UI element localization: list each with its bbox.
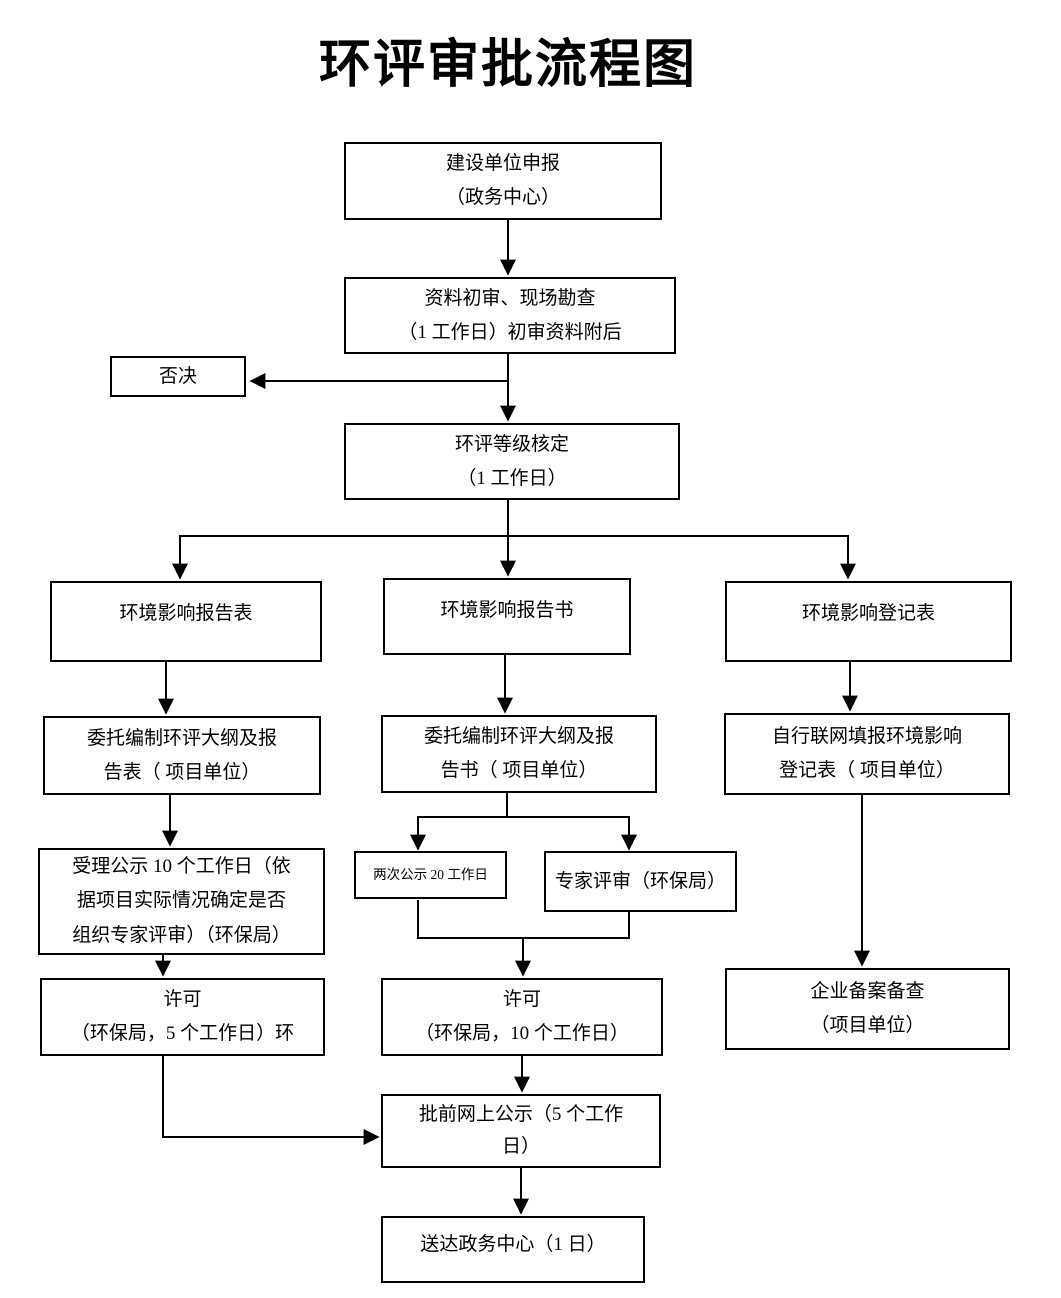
node-reject-text: 否决 [158, 365, 197, 387]
node-grade-check-text: （1 工作日） [457, 467, 567, 489]
node-entrust-outline-form-text: 委托编制环评大纲及报 [86, 727, 277, 749]
node-permit-form: 许可 （环保局，5 个工作日）环 [40, 978, 325, 1056]
node-entrust-outline-book-text: 告书（ 项目单位） [440, 760, 598, 781]
node-permit-form-text: （环保局，5 个工作日）环 [70, 1023, 295, 1044]
node-delivery-text: 送达政务中心（1 日） [420, 1234, 606, 1255]
node-pre-approval-publicity-text: 批前网上公示（5 个工作 [418, 1103, 624, 1125]
node-acceptance-publicity-text: 受理公示 10 个工作日（依 [72, 855, 291, 877]
node-entrust-outline-form: 委托编制环评大纲及报 告表（ 项目单位） [43, 716, 321, 795]
page-title: 环评审批流程图 [318, 35, 697, 95]
node-declare-text: （政务中心） [445, 187, 560, 208]
node-acceptance-publicity: 受理公示 10 个工作日（依 据项目实际情况确定是否 组织专家评审）（环保局） [38, 848, 325, 955]
node-initial-review: 资料初审、现场勘查 （1 工作日）初审资料附后 [344, 277, 676, 354]
node-permit-book: 许可 （环保局，10 个工作日） [381, 978, 663, 1056]
node-two-publicity: 两次公示 20 工作日 [354, 851, 507, 899]
node-report-form-text: 环境影响报告表 [119, 603, 253, 624]
node-register-form-text: 环境影响登记表 [801, 603, 935, 624]
node-grade-check-text: 环评等级核定 [454, 433, 569, 455]
node-report-form: 环境影响报告表 [50, 581, 322, 662]
node-self-online-register: 自行联网填报环境影响 登记表（ 项目单位） [724, 713, 1010, 795]
node-initial-review-text: （1 工作日）初审资料附后 [398, 321, 622, 343]
node-permit-form-text: 许可 [163, 989, 202, 1011]
node-self-online-register-text: 自行联网填报环境影响 [771, 726, 962, 748]
node-delivery: 送达政务中心（1 日） [381, 1216, 645, 1283]
node-pre-approval-publicity-text: 日） [501, 1136, 540, 1157]
node-declare: 建设单位申报 （政务中心） [344, 142, 662, 220]
node-reject: 否决 [110, 356, 246, 397]
node-enterprise-filing-text: （项目单位） [810, 1015, 925, 1036]
node-report-book-text: 环境影响报告书 [440, 600, 574, 621]
node-permit-book-text: （环保局，10 个工作日） [415, 1023, 629, 1044]
node-initial-review-text: 资料初审、现场勘查 [424, 287, 596, 309]
node-expert-review-text: 专家评审（环保局） [554, 870, 726, 892]
node-permit-book-text: 许可 [502, 989, 541, 1011]
node-pre-approval-publicity: 批前网上公示（5 个工作 日） [381, 1094, 661, 1168]
node-grade-check: 环评等级核定 （1 工作日） [344, 423, 680, 500]
node-entrust-outline-book-text: 委托编制环评大纲及报 [423, 726, 614, 748]
node-register-form: 环境影响登记表 [725, 581, 1012, 662]
node-two-publicity-text: 两次公示 20 工作日 [373, 866, 488, 882]
node-enterprise-filing: 企业备案备查 （项目单位） [725, 968, 1010, 1050]
node-entrust-outline-form-text: 告表（ 项目单位） [103, 761, 261, 783]
node-entrust-outline-book: 委托编制环评大纲及报 告书（ 项目单位） [381, 715, 657, 793]
node-self-online-register-text: 登记表（ 项目单位） [779, 760, 955, 781]
node-report-book: 环境影响报告书 [383, 578, 631, 655]
node-acceptance-publicity-text: 据项目实际情况确定是否 [76, 890, 286, 912]
node-enterprise-filing-text: 企业备案备查 [810, 981, 925, 1003]
node-declare-text: 建设单位申报 [445, 153, 560, 175]
node-acceptance-publicity-text: 组织专家评审）（环保局） [72, 924, 291, 946]
node-expert-review: 专家评审（环保局） [544, 851, 737, 912]
